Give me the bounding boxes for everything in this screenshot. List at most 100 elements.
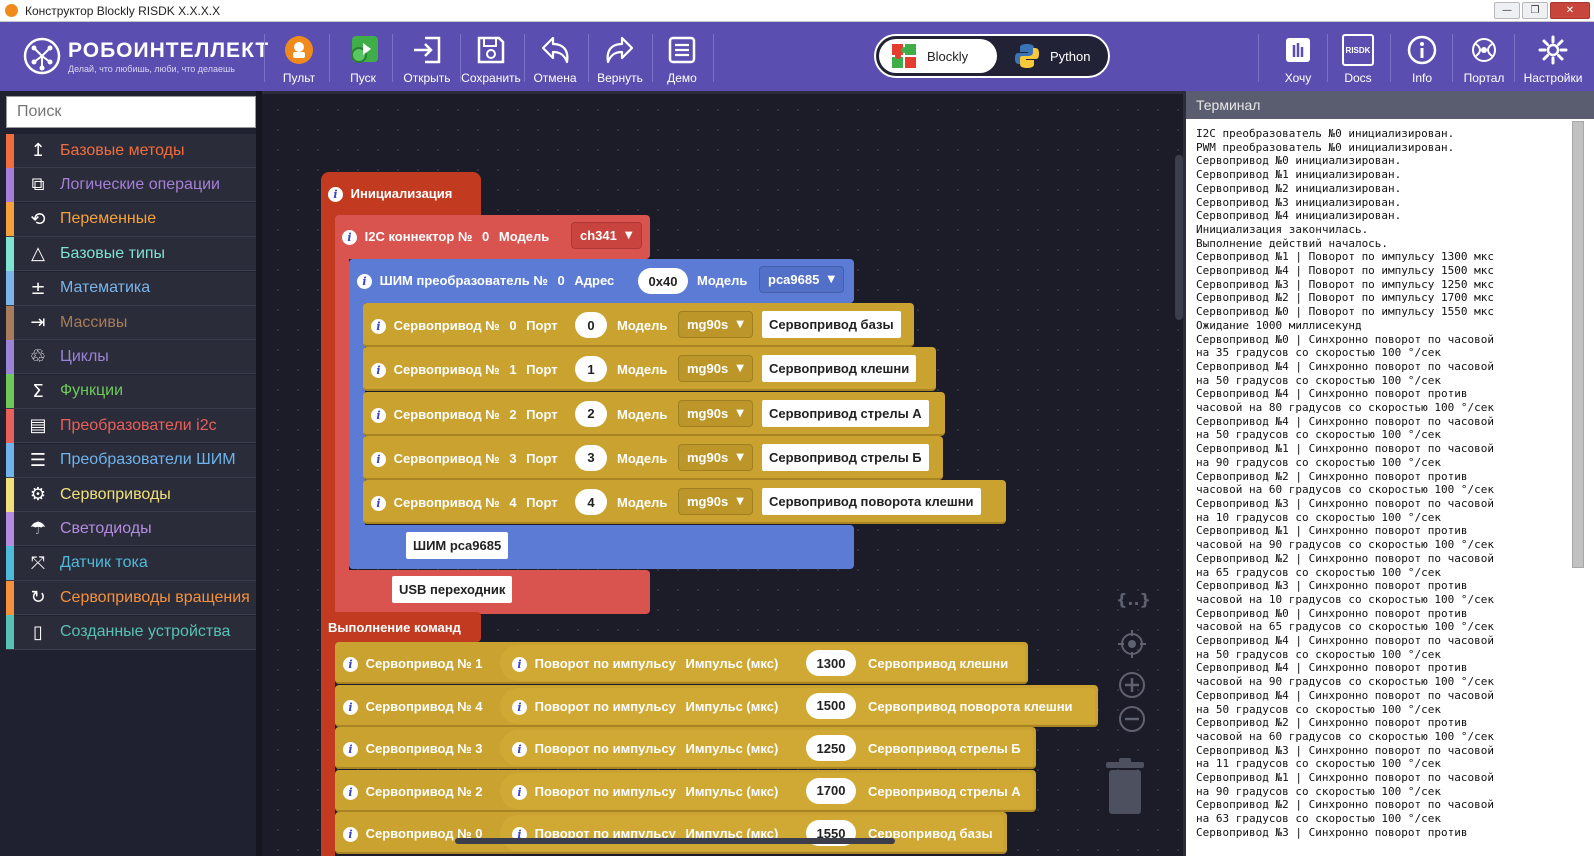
info-icon[interactable]: i <box>357 274 372 289</box>
search-input[interactable] <box>6 96 256 128</box>
info-icon[interactable]: i <box>343 827 358 843</box>
category-label: Сервоприводы <box>60 485 171 503</box>
servo-name-field[interactable]: Сервопривод стрелы А <box>762 399 929 427</box>
category-item[interactable]: ⚙Сервоприводы <box>6 477 256 512</box>
pulse-rotation-block[interactable] <box>500 645 1025 681</box>
category-item[interactable]: ⤧Датчик тока <box>6 546 256 581</box>
servo-name-field[interactable]: Сервопривод клешни <box>762 355 917 383</box>
maximize-button[interactable]: ❐ <box>1522 2 1548 19</box>
category-item[interactable]: ♲Циклы <box>6 339 256 375</box>
category-item[interactable]: △Базовые типы <box>6 236 256 272</box>
pulse-rotation-block[interactable] <box>500 730 1033 767</box>
info-icon[interactable]: i <box>371 319 386 334</box>
python-mode-button[interactable]: Python <box>1002 39 1106 73</box>
servo-port-field[interactable]: 1 <box>575 356 607 383</box>
category-item[interactable]: ±Математика <box>6 271 256 306</box>
pulse-value-field[interactable]: 1300 <box>806 650 856 676</box>
pulse-rotation-block[interactable] <box>500 687 1095 724</box>
servo-model-dropdown[interactable]: mg90s▼ <box>678 355 753 383</box>
info-icon[interactable]: i <box>371 451 386 467</box>
info-icon[interactable]: i <box>343 699 358 715</box>
pulse-value-field[interactable]: 1250 <box>806 735 856 762</box>
servo-port-field[interactable]: 4 <box>575 489 607 516</box>
servo-model-value: mg90s <box>687 449 729 465</box>
docs-button[interactable]: RISDK Docs <box>1338 22 1378 91</box>
servo-model-dropdown[interactable]: mg90s▼ <box>678 488 753 516</box>
run-button[interactable]: Пуск <box>340 22 386 91</box>
info-icon[interactable]: i <box>328 187 343 202</box>
wish-button[interactable]: Хочу <box>1278 22 1318 91</box>
usb-slot[interactable]: USB переходник <box>392 576 513 603</box>
terminal-scrollbar[interactable] <box>1572 121 1584 568</box>
zoom-in-icon[interactable] <box>1118 671 1146 699</box>
pulse-value-field[interactable]: 1500 <box>806 692 856 719</box>
servo-block[interactable] <box>363 347 936 392</box>
servo-name-field[interactable]: Сервопривод базы <box>762 311 901 338</box>
info-icon[interactable]: i <box>371 496 386 512</box>
servo-port-field[interactable]: 2 <box>575 400 607 427</box>
workspace-horizontal-scrollbar[interactable] <box>455 838 895 844</box>
servo-name-field[interactable]: Сервопривод поворота клешни <box>762 488 981 516</box>
category-item[interactable]: ↥Базовые методы <box>6 133 256 168</box>
open-button[interactable]: Открыть <box>400 22 454 91</box>
terminal-panel: Терминал I2C преобразователь №0 инициали… <box>1186 91 1594 856</box>
info-icon[interactable]: i <box>512 784 527 800</box>
remote-button[interactable]: Пульт <box>276 22 322 91</box>
terminal-output[interactable]: I2C преобразователь №0 инициализирован.P… <box>1186 119 1566 856</box>
main-toolbar: РОБОИНТЕЛЛЕКТ Делай, что любишь, люби, ч… <box>0 22 1594 91</box>
i2c-model-dropdown[interactable]: ch341▼ <box>571 222 642 249</box>
trash-icon[interactable] <box>1104 758 1146 816</box>
servo-model-dropdown[interactable]: mg90s▼ <box>678 443 753 471</box>
category-item[interactable]: ⧉Логические операции <box>6 167 256 203</box>
terminal-line: Сервопривод №0 | Синхронно поворот проти… <box>1196 606 1468 620</box>
mode-toggle[interactable]: Blockly Python <box>874 34 1110 78</box>
close-button[interactable]: ✕ <box>1550 2 1590 19</box>
info-icon[interactable]: i <box>512 657 527 672</box>
pwm-slot[interactable]: ШИМ pca9685 <box>406 532 509 559</box>
servo-port-field[interactable]: 3 <box>575 444 607 471</box>
pulse-rotation-block[interactable] <box>500 815 1004 852</box>
toolbar-separator <box>588 34 589 82</box>
pwm-address-field[interactable]: 0x40 <box>638 268 688 294</box>
servo-model-dropdown[interactable]: mg90s▼ <box>678 311 753 338</box>
category-item[interactable]: ⇥Массивы <box>6 305 256 340</box>
recenter-icon[interactable] <box>1118 630 1146 658</box>
zoom-out-icon[interactable] <box>1118 705 1146 733</box>
category-item[interactable]: ☂Светодиоды <box>6 511 256 547</box>
info-icon[interactable]: i <box>512 699 527 715</box>
minimize-button[interactable]: — <box>1494 2 1520 19</box>
info-button[interactable]: Info <box>1402 22 1442 91</box>
category-item[interactable]: ↻Сервоприводы вращения <box>6 580 256 616</box>
blockly-mode-button[interactable]: Blockly <box>879 39 997 73</box>
init-block[interactable] <box>321 172 481 216</box>
servo-name-field[interactable]: Сервопривод стрелы Б <box>762 443 929 471</box>
servo-model-dropdown[interactable]: mg90s▼ <box>678 399 753 427</box>
workspace-vertical-scrollbar[interactable] <box>1175 155 1183 320</box>
category-icon: ↻ <box>30 587 46 609</box>
code-braces-icon[interactable]: {..} <box>1116 590 1151 609</box>
pwm-model-dropdown[interactable]: pca9685▼ <box>759 266 845 293</box>
info-icon[interactable]: i <box>343 784 358 800</box>
undo-button[interactable]: Отмена <box>530 22 580 91</box>
info-icon[interactable]: i <box>343 657 358 672</box>
demo-button[interactable]: Демо <box>660 22 704 91</box>
servo-port-field[interactable]: 0 <box>575 312 607 338</box>
portal-button[interactable]: Портал <box>1460 22 1508 91</box>
info-icon[interactable]: i <box>343 742 358 758</box>
terminal-line: Сервопривод №1 | Поворот по импульсу 130… <box>1196 250 1495 264</box>
save-button[interactable]: Сохранить <box>461 22 521 91</box>
category-item[interactable]: ▤Преобразователи i2c <box>6 408 256 444</box>
settings-button[interactable]: Настройки <box>1518 22 1588 91</box>
info-icon[interactable]: i <box>371 407 386 423</box>
category-item[interactable]: ▯Созданные устройства <box>6 615 256 650</box>
pulse-value-field[interactable]: 1700 <box>806 777 856 804</box>
redo-button[interactable]: Вернуть <box>594 22 646 91</box>
info-icon[interactable]: i <box>512 742 527 758</box>
exec-block[interactable] <box>321 612 481 642</box>
category-item[interactable]: ⟲Переменные <box>6 202 256 237</box>
info-icon[interactable]: i <box>342 230 357 245</box>
pulse-rotation-block[interactable] <box>500 772 1033 809</box>
info-icon[interactable]: i <box>371 363 386 379</box>
category-item[interactable]: ☰Преобразователи ШИМ <box>6 443 256 478</box>
